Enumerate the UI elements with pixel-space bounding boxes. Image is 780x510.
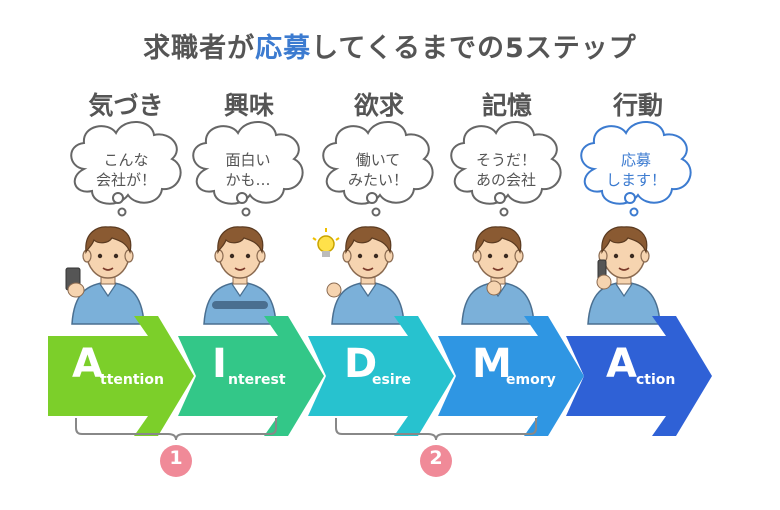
bubble-text-2: 面白いかも… [188, 150, 308, 190]
group-badge-1 [160, 445, 192, 477]
step-label-action: 行動 [612, 91, 663, 120]
arrow-attention [48, 316, 194, 436]
step-label-memory: 記憶 [481, 91, 532, 120]
step-label-interest: 興味 [223, 91, 274, 120]
arrow-letter-interest: I [212, 341, 227, 387]
arrow-interest [178, 316, 324, 436]
arrow-action [566, 316, 712, 436]
arrow-word-interest: nterest [228, 372, 286, 388]
arrow-memory [438, 316, 584, 436]
step-label-desire: 欲求 [353, 91, 404, 120]
arrow-word-attention: ttention [100, 372, 164, 388]
bubble-text-4: そうだ！ あの会社 [446, 150, 566, 190]
bubble-text-1: こんな会社が！ [66, 150, 186, 190]
arrow-desire [308, 316, 454, 436]
arrow-word-action: ction [636, 372, 676, 388]
group-badge-2 [420, 445, 452, 477]
bubble-3-line-2: みたい！ [347, 171, 408, 189]
group-badge-1-number: 1 [169, 447, 183, 469]
thought-bubble-3 [322, 120, 434, 217]
title-prefix: 求職者が [143, 33, 256, 64]
bubble-2-line-1: 面白い [225, 151, 271, 169]
person-memory [461, 226, 535, 325]
thought-bubble-2 [192, 120, 304, 217]
page-title: 求職者が応募してくるまでの5ステップ [0, 26, 780, 65]
bubble-4-line-1: そうだ！ [475, 151, 536, 169]
arrow-letter-desire: D [344, 341, 378, 387]
person-desire [312, 226, 405, 325]
thought-bubble-1 [70, 120, 182, 217]
person-interest [203, 226, 277, 325]
arrow-letter-attention: A [72, 341, 103, 387]
title-highlight: 応募 [255, 33, 312, 64]
thought-bubble-4 [450, 120, 562, 217]
brace-group-1 [75, 418, 277, 441]
bubble-1-line-2: 会社が！ [95, 171, 156, 189]
person-awareness [65, 226, 145, 325]
title-suffix: してくるまでの5ステップ [311, 33, 637, 64]
bubble-5-line-2: します！ [605, 171, 666, 189]
thought-bubble-5 [580, 120, 692, 217]
bubble-3-line-1: 働いて [355, 151, 401, 169]
lightbulb-icon [312, 228, 340, 257]
arrow-word-memory: emory [506, 372, 556, 388]
group-badge-2-number: 2 [429, 447, 443, 469]
bubble-4-line-2: あの会社 [475, 171, 536, 189]
bubble-2-line-2: かも… [225, 171, 271, 189]
bubble-text-5: 応募します！ [576, 150, 696, 190]
bubble-5-line-1: 応募 [620, 151, 651, 169]
arrow-letter-memory: M [472, 341, 512, 387]
arrow-word-desire: esire [372, 372, 412, 388]
bubble-1-line-1: こんな [103, 151, 149, 169]
person-action [587, 226, 661, 325]
brace-group-2 [335, 418, 537, 441]
bubble-text-3: 働いてみたい！ [318, 150, 438, 190]
arrow-letter-action: A [606, 341, 637, 387]
step-label-awareness: 気づき [88, 91, 164, 120]
